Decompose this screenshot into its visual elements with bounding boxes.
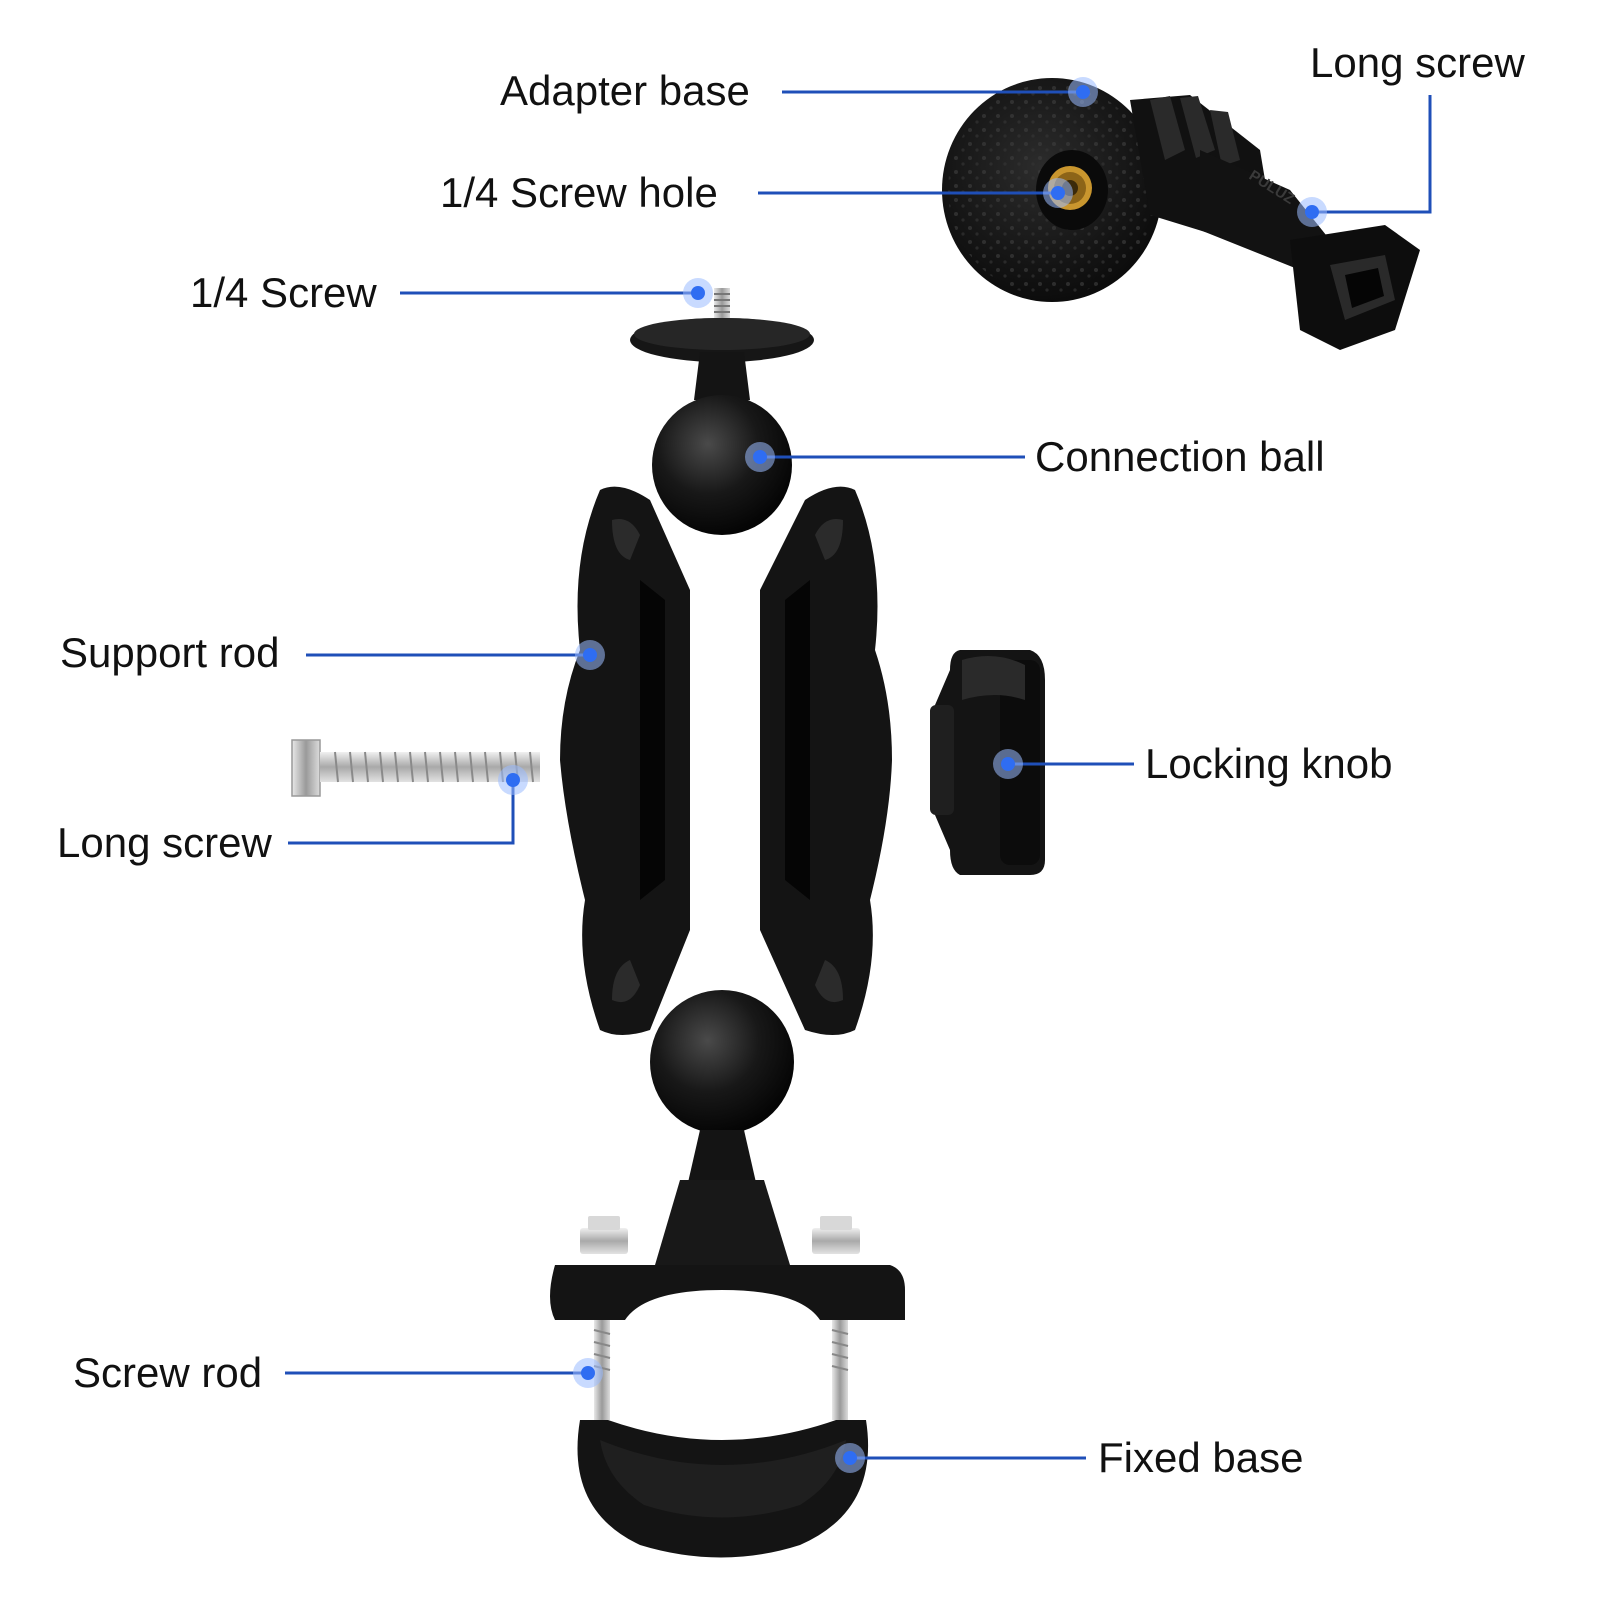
callout-dot xyxy=(1043,178,1073,208)
quarter-screw-ball-head-icon xyxy=(630,288,814,400)
label-fixed-base: Fixed base xyxy=(1098,1434,1304,1481)
callout-dot xyxy=(573,1358,603,1388)
nut-icon xyxy=(812,1216,860,1254)
callout-dot xyxy=(1297,197,1327,227)
callout-dot xyxy=(1068,77,1098,107)
callout-dots xyxy=(498,77,1327,1473)
label-long-screw-top: Long screw xyxy=(1310,39,1525,86)
label-quarter-screw: 1/4 Screw xyxy=(190,269,377,316)
support-rod-half-icon xyxy=(560,486,690,1036)
callout-dot xyxy=(835,1443,865,1473)
leader-lines xyxy=(285,90,1432,1460)
locking-knob-icon xyxy=(930,650,1045,875)
callout-dot xyxy=(993,749,1023,779)
label-adapter-base: Adapter base xyxy=(500,67,750,114)
connection-ball-icon xyxy=(652,395,792,535)
label-connection-ball: Connection ball xyxy=(1035,433,1325,480)
gopro-adapter-arm-icon xyxy=(1130,95,1420,350)
label-long-screw-left: Long screw xyxy=(57,819,272,866)
label-support-rod: Support rod xyxy=(60,629,280,676)
label-screw-hole: 1/4 Screw hole xyxy=(440,169,718,216)
leader-long-screw-left xyxy=(288,780,515,845)
callout-dot xyxy=(683,278,713,308)
label-screw-rod: Screw rod xyxy=(73,1349,263,1396)
label-locking-knob: Locking knob xyxy=(1145,740,1393,787)
support-rod-half-icon xyxy=(760,486,892,1036)
callout-dot xyxy=(745,442,775,472)
callout-dot xyxy=(498,765,528,795)
handlebar-clamp-icon xyxy=(550,1180,905,1558)
leader-long-screw-top xyxy=(1312,95,1432,214)
connection-ball-icon xyxy=(650,990,794,1200)
callout-dot xyxy=(575,640,605,670)
nut-icon xyxy=(580,1216,628,1254)
